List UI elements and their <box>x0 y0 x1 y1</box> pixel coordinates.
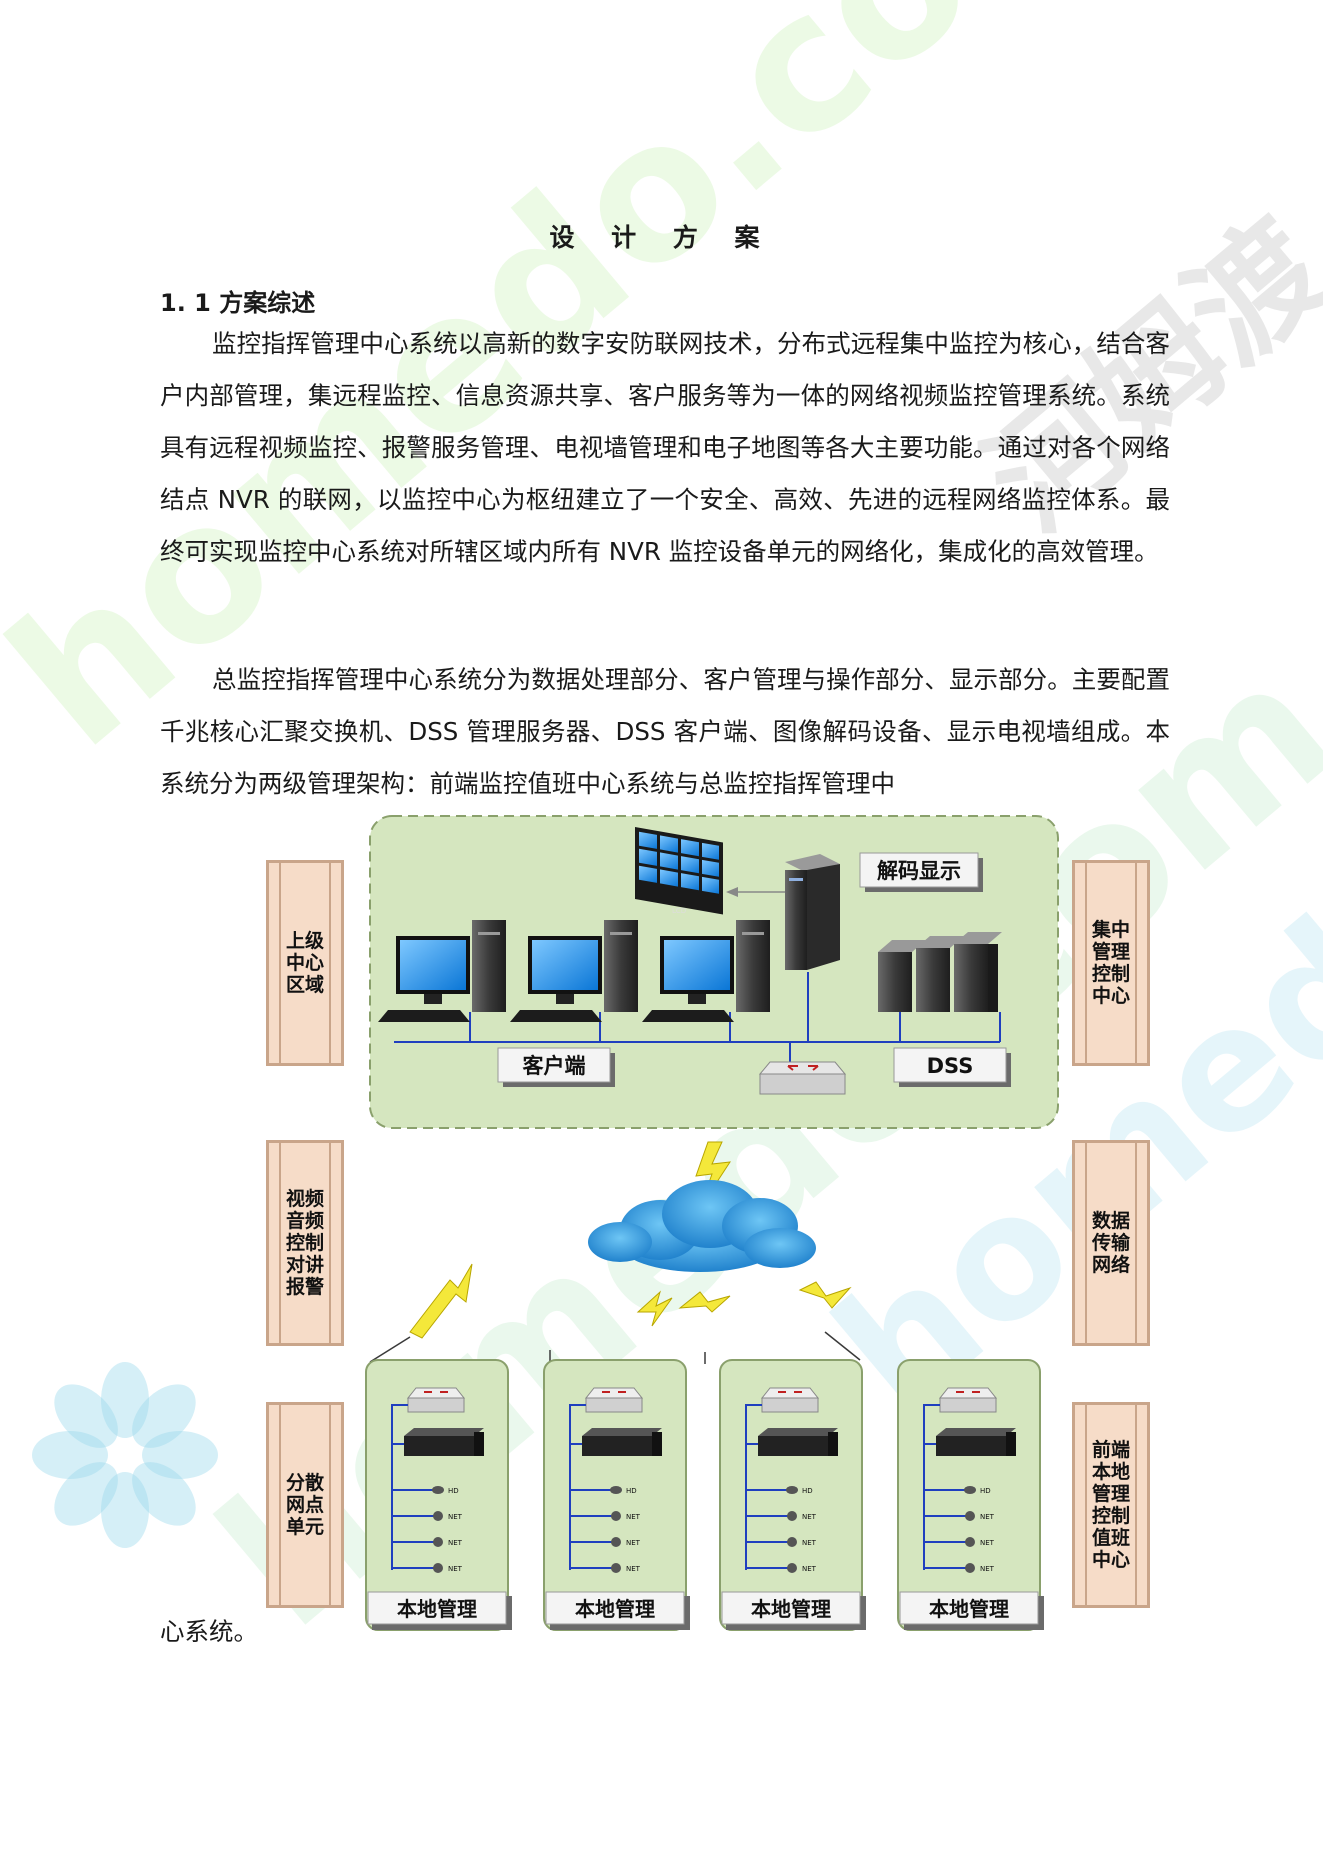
decode-display-label: 解码显示 <box>859 852 983 892</box>
lcd-video-wall-icon <box>635 827 723 915</box>
paragraph-2: 总监控指挥管理中心系统分为数据处理部分、客户管理与操作部分、显示部分。主要配置千… <box>160 665 1170 798</box>
lightning-bolt-2 <box>636 1290 673 1327</box>
svg-text:HD: HD <box>626 1487 637 1495</box>
side-label-local-duty-center: 前端本地管理控制值班中心 <box>1072 1402 1150 1608</box>
svg-text:HD: HD <box>980 1487 991 1495</box>
lightning-bolt-1 <box>409 1263 473 1339</box>
client-pc-icon-3 <box>642 920 770 1022</box>
dss-label: DSS <box>893 1047 1011 1087</box>
side-label-central-control: 集中管理控制中心 <box>1072 860 1150 1066</box>
svg-text:NET: NET <box>626 1565 641 1573</box>
svg-text:NET: NET <box>802 1539 817 1547</box>
client-pc-icon-2 <box>510 920 638 1022</box>
svg-text:NET: NET <box>980 1513 995 1521</box>
branch-unit-4: HD NET NET NET 本地管理 <box>897 1359 1044 1631</box>
side-label-upper-center: 上级中心区域 <box>266 860 344 1066</box>
lcd-label: LCD <box>672 907 686 915</box>
diagram-graphics: LCD 解码显示 <box>365 815 1059 1631</box>
svg-text:解码显示: 解码显示 <box>877 859 961 883</box>
svg-text:NET: NET <box>802 1565 817 1573</box>
branch-unit-1: HD NET NET NET 本地管理 <box>365 1359 512 1631</box>
svg-text:NET: NET <box>448 1513 463 1521</box>
core-switch-icon <box>758 1061 847 1095</box>
page-title: 设 计 方 案 <box>549 223 774 252</box>
svg-text:客户端: 客户端 <box>523 1054 586 1078</box>
branch-unit-3: HD NET NET NET 本地管理 <box>719 1359 866 1631</box>
svg-text:NET: NET <box>802 1513 817 1521</box>
local-management-label-3: 本地管理 <box>751 1597 831 1621</box>
lightning-bolt-4 <box>798 1281 852 1309</box>
local-management-label-4: 本地管理 <box>929 1597 1009 1621</box>
svg-text:HD: HD <box>802 1487 813 1495</box>
paragraph-1: 监控指挥管理中心系统以高新的数字安防联网技术，分布式远程集中监控为核心，结合客户… <box>160 329 1170 566</box>
side-label-branch-units: 分散网点单元 <box>266 1402 344 1608</box>
svg-text:DSS: DSS <box>927 1054 974 1078</box>
branch-unit-2: HD NET NET NET 本地管理 <box>543 1359 690 1631</box>
network-architecture-diagram: 上级中心区域 视频音频控制对讲报警 分散网点单元 集中管理控制中心 数据传输网络… <box>260 812 1165 1647</box>
dss-server-icon <box>878 932 1002 1012</box>
svg-text:HD: HD <box>448 1487 459 1495</box>
decoder-server-icon <box>785 854 840 970</box>
section-heading: 1. 1 方案综述 <box>160 289 316 317</box>
paragraph-2-tail: 心系统。 <box>160 1617 258 1646</box>
svg-text:NET: NET <box>448 1565 463 1573</box>
client-label: 客户端 <box>497 1047 615 1087</box>
local-management-label-2: 本地管理 <box>575 1597 655 1621</box>
svg-text:NET: NET <box>448 1539 463 1547</box>
watermark-flower-icon <box>32 1362 218 1548</box>
side-label-data-network: 数据传输网络 <box>1072 1140 1150 1346</box>
local-management-label-1: 本地管理 <box>397 1597 477 1621</box>
lightning-bolt-3 <box>678 1291 731 1313</box>
side-label-av-control: 视频音频控制对讲报警 <box>266 1140 344 1346</box>
network-cloud-icon <box>588 1180 816 1272</box>
client-pc-icon-1 <box>378 920 506 1022</box>
svg-text:NET: NET <box>626 1513 641 1521</box>
svg-text:NET: NET <box>980 1565 995 1573</box>
svg-text:NET: NET <box>626 1539 641 1547</box>
svg-text:NET: NET <box>980 1539 995 1547</box>
